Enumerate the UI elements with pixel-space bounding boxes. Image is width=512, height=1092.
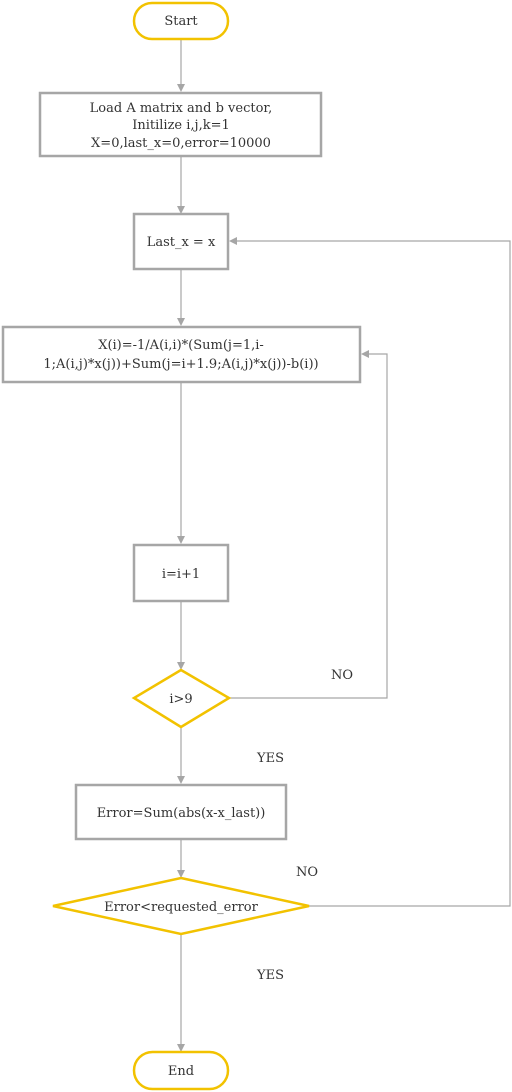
arrowhead xyxy=(177,318,185,326)
edge-cond2-no-loop xyxy=(237,240,511,907)
arrowhead xyxy=(229,237,237,245)
increment-label: i=i+1 xyxy=(162,567,200,582)
end-node: End xyxy=(132,1050,230,1091)
increment-node: i=i+1 xyxy=(132,543,230,603)
arrowhead xyxy=(177,776,185,784)
init-line-3: X=0,last_x=0,error=10000 xyxy=(91,136,271,151)
last-x-label: Last_x = x xyxy=(147,235,216,250)
error-node: Error=Sum(abs(x-x_last)) xyxy=(74,783,288,841)
decision-i-diamond xyxy=(131,668,232,729)
decision-error-diamond xyxy=(52,876,310,936)
connectors xyxy=(177,40,511,1052)
arrowhead xyxy=(177,1044,185,1052)
update-process-box xyxy=(1,325,362,384)
decision-error-yes-label: YES xyxy=(256,968,284,983)
start-label: Start xyxy=(164,14,198,29)
arrowhead xyxy=(177,870,185,878)
decision-error-no-label: NO xyxy=(296,865,318,880)
arrowhead xyxy=(177,206,185,214)
error-label: Error=Sum(abs(x-x_last)) xyxy=(97,806,266,821)
last-x-process-box xyxy=(132,212,230,271)
decision-i-label: i>9 xyxy=(169,692,192,707)
update-node: X(i)=-1/A(i,i)*(Sum(j=1,i- 1;A(i,j)*x(j)… xyxy=(1,325,362,384)
arrowhead xyxy=(177,84,185,92)
decision-i-no-label: NO xyxy=(331,668,353,683)
arrowhead xyxy=(361,350,369,358)
init-line-2: Initilize i,j,k=1 xyxy=(132,118,230,133)
edge-cond1-no-loop xyxy=(229,353,388,699)
decision-i-node: i>9 xyxy=(131,668,232,729)
update-line-1: X(i)=-1/A(i,i)*(Sum(j=1,i- xyxy=(98,338,264,353)
start-terminal-shape xyxy=(132,1,230,41)
increment-process-box xyxy=(132,543,230,603)
end-label: End xyxy=(168,1064,194,1079)
decision-i-yes-label: YES xyxy=(256,751,284,766)
error-process-box xyxy=(74,783,288,841)
update-line-2: 1;A(i,j)*x(j))+Sum(j=i+1.9;A(i,j)*x(j))-… xyxy=(43,357,318,372)
decision-error-label: Error<requested_error xyxy=(104,900,259,915)
end-terminal-shape xyxy=(132,1050,230,1091)
last-x-node: Last_x = x xyxy=(132,212,230,271)
init-line-1: Load A matrix and b vector, xyxy=(90,101,273,116)
arrowhead xyxy=(177,536,185,544)
init-node: Load A matrix and b vector, Initilize i,… xyxy=(38,91,323,158)
arrowhead xyxy=(177,662,185,670)
start-node: Start xyxy=(132,1,230,41)
init-process-box xyxy=(38,91,323,158)
decision-error-node: Error<requested_error xyxy=(52,876,310,936)
